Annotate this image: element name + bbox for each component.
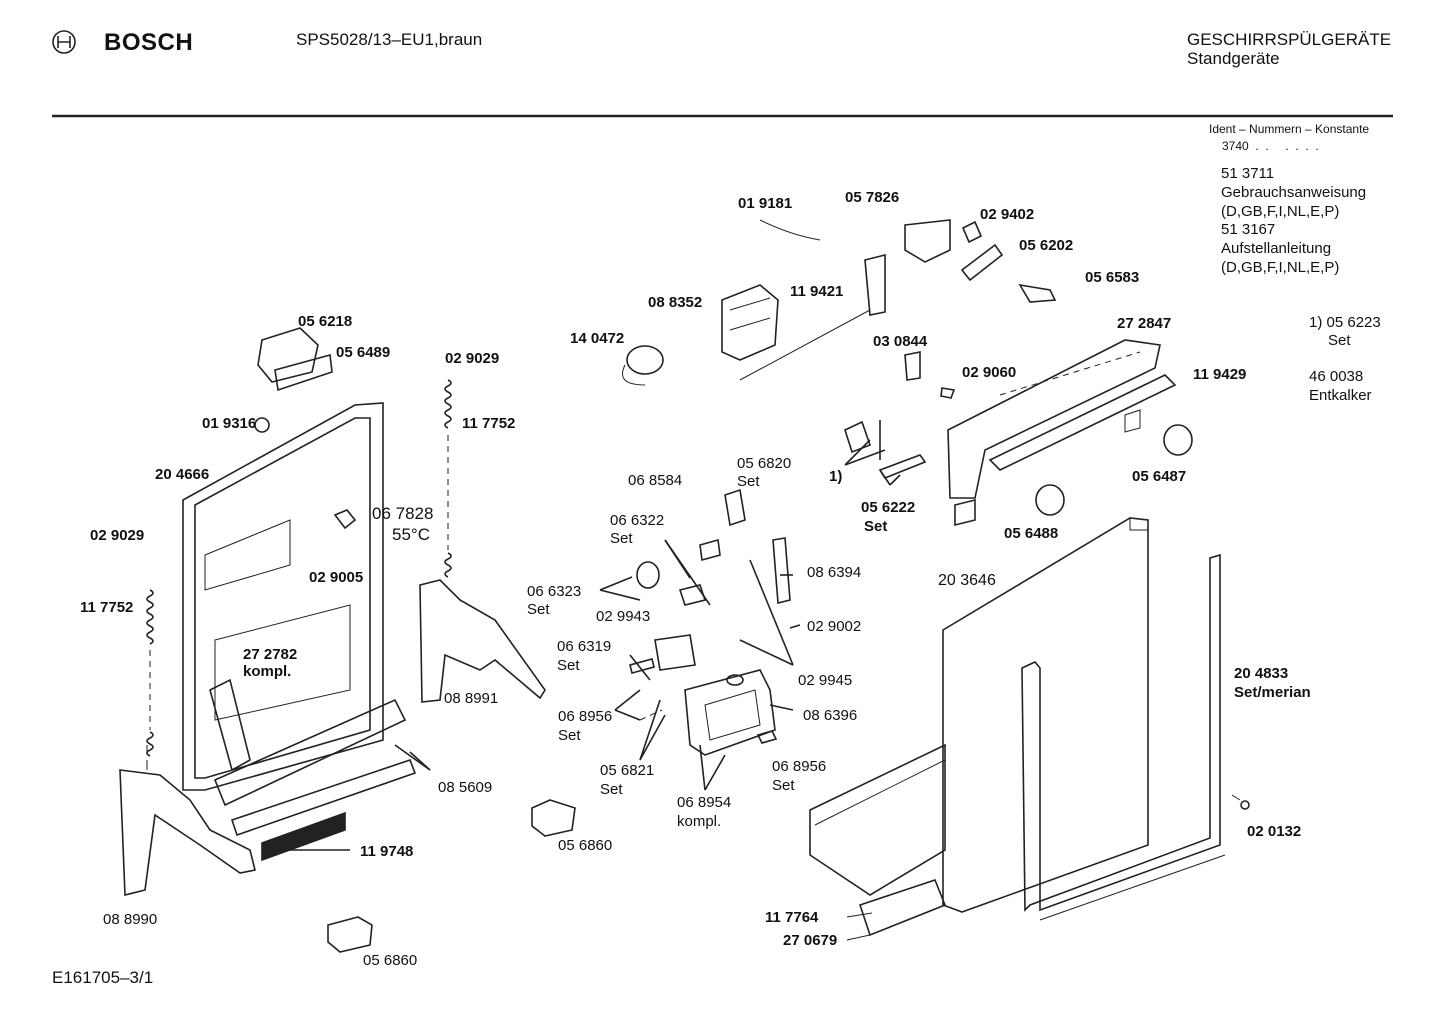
part-label: 11 7752	[462, 415, 516, 432]
part-label: 01 9181	[738, 195, 793, 212]
foam-block-shapes	[327, 799, 576, 953]
part-label: 06 6322	[610, 512, 665, 529]
part-label: 11 9429	[1193, 366, 1247, 383]
decalcifier-name: Entkalker	[1309, 387, 1372, 404]
part-label-temperature: 55°C	[392, 525, 430, 544]
leader-lines	[265, 420, 901, 851]
part-label: 20 4833	[1234, 665, 1289, 682]
part-label: 05 6487	[1132, 468, 1187, 485]
part-label: 01 9316	[202, 415, 257, 432]
part-label: 14 0472	[570, 330, 625, 347]
doc-languages-manual: (D,GB,F,I,NL,E,P)	[1221, 203, 1340, 220]
part-label: 08 8991	[444, 690, 499, 707]
doc-name-manual: Gebrauchsanweisung	[1221, 184, 1367, 201]
part-label: 06 6323	[527, 583, 582, 600]
part-label: 11 7752	[80, 599, 134, 616]
part-label: 02 9005	[309, 569, 364, 586]
part-label: 27 2782	[243, 646, 298, 663]
category-title: GESCHIRRSPÜLGERÄTE	[1187, 30, 1392, 49]
footnote-marker: 1)	[829, 468, 843, 485]
part-label: 05 6489	[336, 344, 391, 361]
part-label-set: Set	[558, 727, 581, 744]
decalcifier-number: 46 0038	[1309, 368, 1364, 385]
dispenser-shape	[629, 488, 791, 756]
part-label: 06 8956	[558, 708, 613, 725]
part-label-set: Set	[610, 530, 633, 547]
part-label-set: Set	[772, 777, 795, 794]
spring-shapes	[146, 379, 452, 757]
bosch-logo-icon	[52, 30, 76, 54]
part-label-set: Set	[527, 601, 550, 618]
part-label: 08 6396	[803, 707, 858, 724]
doc-languages-install: (D,GB,F,I,NL,E,P)	[1221, 259, 1340, 276]
category-subtitle: Standgeräte	[1187, 49, 1280, 68]
door-rail-shape	[209, 678, 417, 862]
model-number: SPS5028/13–EU1,braun	[296, 30, 483, 49]
part-label: 06 6319	[557, 638, 612, 655]
part-label-set: Set	[600, 781, 623, 798]
part-label: 05 6860	[363, 952, 418, 969]
part-label: 08 8990	[103, 911, 158, 928]
door-latch-parts-shape	[254, 327, 357, 530]
part-label: 06 8584	[628, 472, 683, 489]
part-label: 05 6821	[600, 762, 655, 779]
doc-name-install: Aufstellanleitung	[1221, 240, 1332, 257]
drawing-id: E161705–3/1	[52, 968, 154, 987]
part-label: 27 2847	[1117, 315, 1172, 332]
timer-motor-shape	[622, 219, 1057, 399]
part-label: 05 6218	[298, 313, 353, 330]
footnote-set: Set	[1328, 332, 1351, 349]
doc-number-manual: 51 3711	[1221, 165, 1275, 182]
part-label: 06 8956	[772, 758, 827, 775]
part-label-set: Set	[737, 473, 760, 490]
part-label: 20 4666	[155, 466, 210, 483]
trim-frame-shape	[1021, 553, 1226, 921]
part-label: 06 8954	[677, 794, 732, 811]
knob-shapes	[1035, 424, 1193, 516]
part-label: 05 6202	[1019, 237, 1074, 254]
part-label: 08 8352	[648, 294, 703, 311]
brand-name: BOSCH	[104, 29, 194, 56]
part-label: 05 6488	[1004, 525, 1059, 542]
part-label: 20 3646	[938, 572, 996, 589]
part-label-set: Set	[864, 518, 888, 535]
part-label: 03 0844	[873, 333, 928, 350]
part-label: 02 9002	[807, 618, 862, 635]
part-label: 02 0132	[1247, 823, 1302, 840]
part-label: 02 9029	[445, 350, 500, 367]
doc-number-install: 51 3167	[1221, 221, 1276, 238]
hinge-left-shape	[119, 745, 256, 897]
footnote-number: 1) 05 6223	[1309, 314, 1381, 331]
part-label-note: kompl.	[243, 663, 292, 680]
part-label: 05 7826	[845, 189, 900, 206]
part-label: 02 9402	[980, 206, 1035, 223]
part-label: 06 7828	[372, 504, 434, 523]
part-label-note: kompl.	[677, 813, 722, 830]
control-panel-shape	[947, 339, 1177, 527]
door-inner-panel-shape	[182, 402, 384, 791]
part-label: 02 9060	[962, 364, 1017, 381]
part-label: 05 6583	[1085, 269, 1140, 286]
part-label: 02 9945	[798, 672, 853, 689]
part-label: 11 9421	[790, 283, 844, 300]
part-label: 05 6860	[558, 837, 613, 854]
part-label-note: Set/merian	[1234, 684, 1311, 701]
ident-value: 3740 . . . . . .	[1222, 139, 1319, 153]
part-label: 05 6222	[861, 499, 916, 516]
part-label: 08 5609	[438, 779, 493, 796]
kick-plate-shape	[809, 743, 947, 937]
ident-title: Ident – Nummern – Konstante	[1209, 122, 1370, 136]
part-label: 08 6394	[807, 564, 862, 581]
part-label: 05 6820	[737, 455, 792, 472]
hinge-right-shape	[419, 579, 546, 703]
part-label: 02 9943	[596, 608, 651, 625]
part-label: 11 9748	[360, 843, 414, 860]
part-label: 11 7764	[765, 909, 819, 926]
switch-parts-shape	[844, 420, 927, 479]
part-label: 02 9029	[90, 527, 145, 544]
part-label-set: Set	[557, 657, 580, 674]
screw-icon	[1231, 794, 1250, 810]
part-label: 27 0679	[783, 932, 838, 949]
